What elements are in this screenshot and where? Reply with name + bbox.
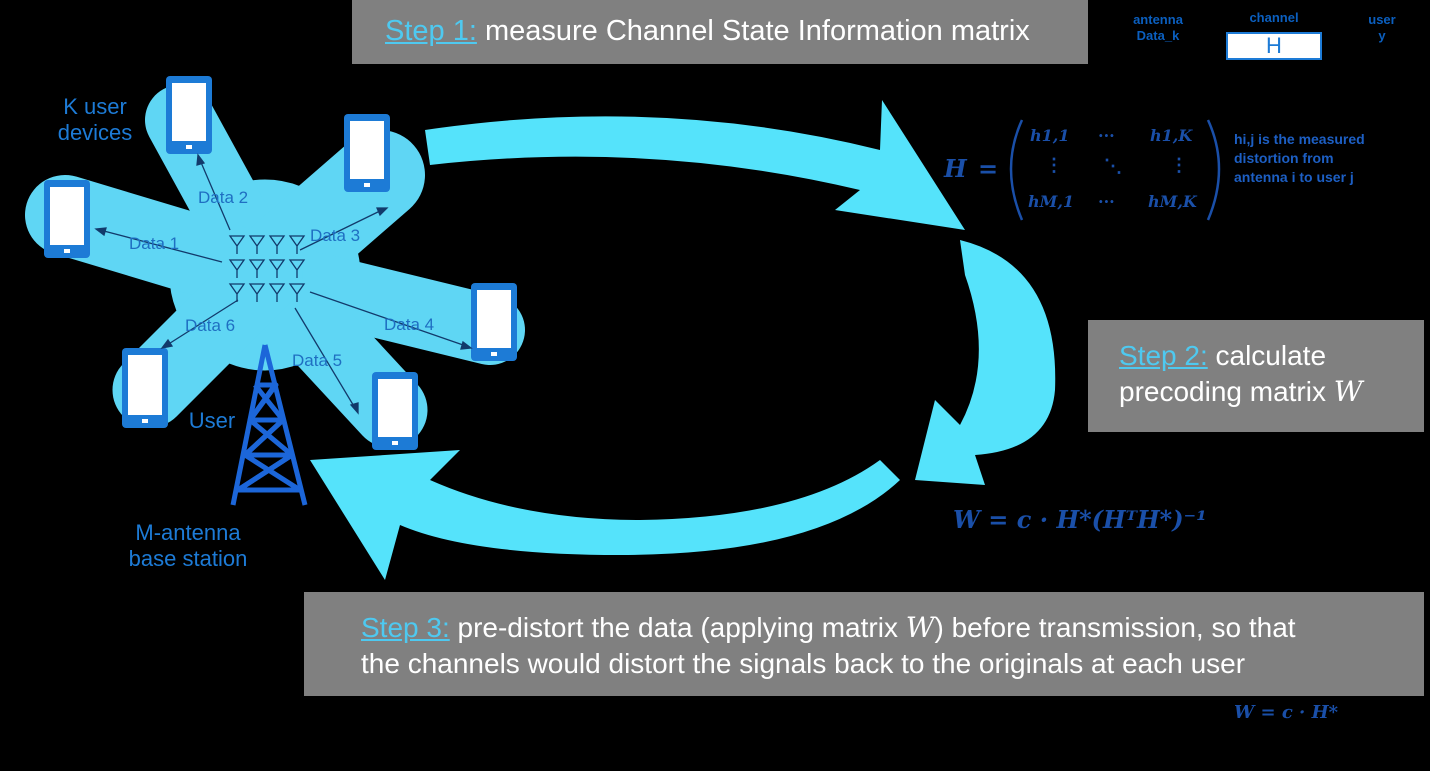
matrix-lhs: H xyxy=(944,154,967,183)
matrix-hm1: hM,1 xyxy=(1028,192,1075,211)
matrix-dots-top: ··· xyxy=(1098,126,1115,145)
matrix-brackets xyxy=(1009,119,1221,221)
step3-link[interactable]: Step 3: xyxy=(361,612,450,643)
step1-link[interactable]: Step 1: xyxy=(385,15,477,47)
matrix-note: hi,j is the measured distortion from ant… xyxy=(1234,130,1424,187)
k-user-line2: devices xyxy=(57,120,133,145)
step2-link[interactable]: Step 2: xyxy=(1119,340,1208,371)
phone-icon xyxy=(372,372,418,450)
step3-box: Step 3: pre-distort the data (applying m… xyxy=(304,592,1424,696)
data-label-5: Data 5 xyxy=(292,351,343,370)
phone-icon xyxy=(166,76,212,154)
legend-antenna-line2: Data_k xyxy=(1136,28,1180,43)
matrix-h1k: h1,K xyxy=(1150,126,1193,145)
precoder-equation: W = c · H*(HᵀH*)⁻¹ xyxy=(953,505,1207,534)
data-label-4: Data 4 xyxy=(384,315,435,334)
base-line1: M-antenna xyxy=(135,520,241,545)
step3-line2: the channels would distort the signals b… xyxy=(361,648,1246,679)
data-label-3: Data 3 xyxy=(310,226,361,245)
matrix-equals: = xyxy=(978,154,999,183)
matrix-vdots-right: ⋮ xyxy=(1170,155,1188,176)
data-label-1: Data 1 xyxy=(129,234,180,253)
base-station-label: M-antenna base station xyxy=(108,520,268,572)
matrix-vdots-left: ⋮ xyxy=(1045,155,1063,176)
step2-line1: calculate xyxy=(1207,340,1327,371)
legend-antenna: antenna Data_k xyxy=(1108,12,1208,44)
matrix-note-line2: distortion from xyxy=(1234,150,1334,166)
legend-user-line2: y xyxy=(1378,28,1386,43)
legend-channel: channel xyxy=(1249,10,1299,25)
phone-icon xyxy=(344,114,390,192)
legend-channel-box: H xyxy=(1226,32,1322,60)
k-user-label: K user devices xyxy=(40,94,150,146)
data-arrows xyxy=(94,153,473,415)
matrix-hmk: hM,K xyxy=(1148,192,1197,211)
step1-text: measure Channel State Information matrix xyxy=(476,15,1030,47)
phone-icon xyxy=(122,348,168,428)
step3-var: W xyxy=(905,611,935,644)
user-label: User xyxy=(188,408,236,433)
legend-user: user y xyxy=(1352,12,1412,44)
step2-box: Step 2: calculate precoding matrix W xyxy=(1088,320,1424,432)
legend-antenna-line1: antenna xyxy=(1133,12,1183,27)
matrix-note-line1: hi,j is the measured xyxy=(1234,131,1365,147)
step3-line1a: pre-distort the data (applying matrix xyxy=(449,612,906,643)
step3-line1b: ) before transmission, so that xyxy=(934,612,1296,643)
matrix-ddots: ⋱ xyxy=(1104,156,1122,177)
alt-equation: W = c · H* xyxy=(1234,702,1339,723)
data-label-6: Data 6 xyxy=(185,316,236,335)
legend-user-line1: user xyxy=(1368,12,1396,27)
k-user-line1: K user xyxy=(63,94,127,119)
tower-icon xyxy=(230,344,308,506)
cycle-arrow-icon xyxy=(310,100,1056,580)
matrix-note-line3: antenna i to user j xyxy=(1234,169,1354,185)
matrix-dots-bottom: ··· xyxy=(1098,192,1115,211)
phone-icon xyxy=(44,180,90,258)
step2-line2: precoding matrix xyxy=(1119,376,1334,407)
step2-var: W xyxy=(1333,375,1363,408)
base-line2: base station xyxy=(128,546,248,571)
data-label-2: Data 2 xyxy=(198,188,249,207)
phone-icon xyxy=(471,283,517,361)
step1-box: Step 1: measure Channel State Informatio… xyxy=(352,0,1088,64)
matrix-h11: h1,1 xyxy=(1030,126,1070,145)
antenna-array-icon xyxy=(228,235,306,302)
